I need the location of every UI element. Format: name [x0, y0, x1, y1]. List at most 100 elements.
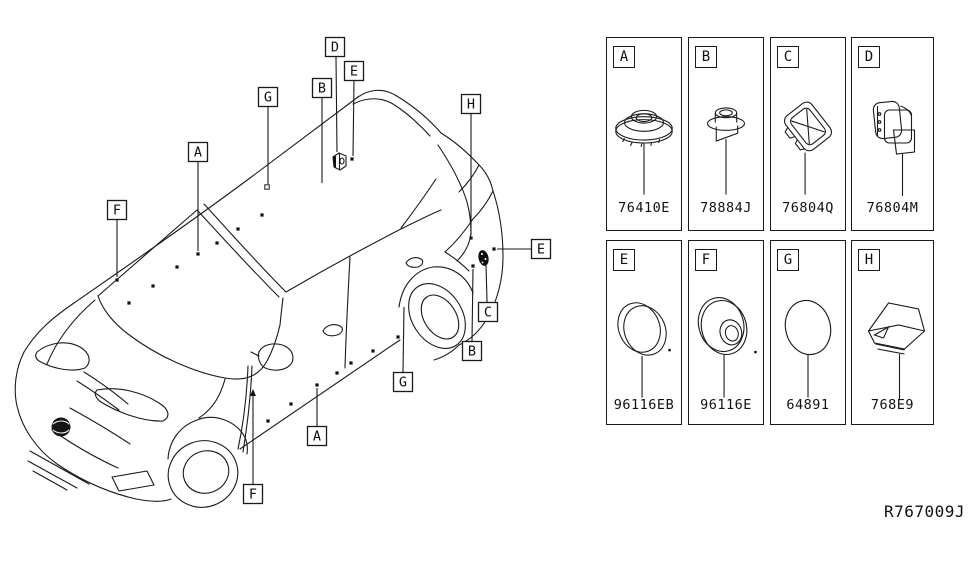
- callout-box: [461, 340, 483, 362]
- grommet-dot: [260, 213, 264, 217]
- leader-dot: [350, 157, 354, 161]
- callout-letter: F: [249, 487, 257, 503]
- parts-cell-c[interactable]: C 76804Q: [770, 37, 846, 231]
- ref-letter: B: [701, 49, 711, 65]
- callout-h-6[interactable]: H: [460, 93, 482, 240]
- callout-box: [242, 483, 264, 505]
- part-icon-oval-seal: [784, 299, 832, 398]
- part-icon-screw-grommet: [706, 107, 746, 195]
- callout-box: [306, 425, 328, 447]
- ref-letter: G: [783, 252, 793, 268]
- grommet-dot: [215, 241, 219, 245]
- callout-letter: E: [537, 242, 545, 258]
- callout-f-0[interactable]: F: [106, 199, 128, 282]
- callout-letter: B: [468, 344, 476, 360]
- callout-f-12[interactable]: F: [242, 389, 264, 505]
- ref-letter: F: [701, 252, 711, 268]
- callout-letter: C: [484, 305, 492, 321]
- ref-badge-d: D: [858, 46, 880, 68]
- parts-cell-g[interactable]: G 64891: [770, 240, 846, 425]
- part-icon-square-plug: [783, 101, 833, 195]
- part-number[interactable]: 768E9: [870, 397, 915, 413]
- car-line-art: [14, 89, 504, 508]
- ref-badge-e: E: [613, 249, 635, 271]
- callout-letter: E: [350, 64, 358, 80]
- note-mark: [754, 350, 757, 354]
- callout-letter: B: [318, 81, 326, 97]
- diagram-reference-code: R767009J: [884, 502, 966, 521]
- grommet-dot: [349, 361, 353, 365]
- callout-box: [343, 60, 365, 82]
- part-number[interactable]: 64891: [786, 397, 830, 413]
- callout-c-8[interactable]: C: [477, 263, 499, 323]
- callout-letter: G: [399, 375, 407, 391]
- grommet-dot: [289, 402, 293, 406]
- grommet-dot: [151, 284, 155, 288]
- callout-letter: G: [264, 90, 272, 106]
- part-number[interactable]: 78884J: [700, 200, 752, 216]
- callout-letter: H: [467, 97, 475, 113]
- callout-a-1[interactable]: A: [187, 141, 209, 256]
- leader-line: [335, 56, 338, 153]
- callout-g-10[interactable]: G: [392, 306, 414, 393]
- leader-square: [264, 184, 270, 190]
- callout-box: [460, 93, 482, 115]
- brand-emblem: [51, 417, 71, 437]
- ref-letter: E: [619, 252, 629, 268]
- ref-badge-b: B: [695, 46, 717, 68]
- grommet-dot: [266, 419, 270, 423]
- parts-cell-e[interactable]: E 96116EB: [606, 240, 682, 425]
- callout-box: [257, 86, 279, 108]
- callout-box: [324, 36, 346, 58]
- grommet-dot: [236, 227, 240, 231]
- parts-cell-d[interactable]: D 76804M: [851, 37, 934, 231]
- callout-a-11[interactable]: A: [306, 383, 328, 447]
- callout-letter: A: [313, 429, 321, 445]
- callout-b-9[interactable]: B: [461, 264, 483, 362]
- callout-b-3[interactable]: B: [311, 77, 333, 184]
- part-number[interactable]: 76804Q: [782, 200, 834, 216]
- callout-box: [311, 77, 333, 99]
- grommet-dot: [335, 371, 339, 375]
- callout-d-4[interactable]: D: [324, 36, 346, 153]
- ref-letter: D: [864, 49, 874, 65]
- ref-badge-h: H: [858, 249, 880, 271]
- part-number[interactable]: 96116EB: [613, 397, 675, 413]
- ref-letter: H: [864, 252, 874, 268]
- ref-badge-f: F: [695, 249, 717, 271]
- callout-e-7[interactable]: E: [492, 238, 552, 260]
- parts-cell-a[interactable]: A 76410E: [606, 37, 682, 231]
- grommet-dots-layer: [127, 213, 400, 423]
- grommet-dot: [127, 301, 131, 305]
- rear-lamp-clip-art: [478, 250, 489, 266]
- ref-badge-g: G: [777, 249, 799, 271]
- callout-e-5[interactable]: E: [343, 60, 365, 161]
- part-icon-box-plug: [872, 100, 916, 196]
- parts-grid: A 76410E B 78884J C: [606, 37, 935, 426]
- part-icon-oval-plug: [697, 297, 757, 398]
- part-number[interactable]: 96116E: [700, 397, 752, 413]
- part-icon-plug-grommet: [615, 109, 673, 195]
- callout-box: [392, 371, 414, 393]
- note-mark: [668, 348, 671, 352]
- grommet-dot: [396, 335, 400, 339]
- leader-line: [471, 268, 474, 342]
- ref-letter: C: [783, 49, 793, 65]
- leader-line: [485, 263, 488, 303]
- part-number[interactable]: 76804M: [866, 200, 919, 216]
- leader-line: [352, 80, 355, 157]
- ref-badge-a: A: [613, 46, 635, 68]
- part-number[interactable]: 76410E: [618, 200, 670, 216]
- ref-letter: A: [619, 49, 629, 65]
- leader-dot: [115, 278, 119, 282]
- callout-letter: D: [331, 40, 339, 56]
- callout-g-2[interactable]: G: [257, 86, 279, 190]
- parts-cell-b[interactable]: B 78884J: [688, 37, 764, 231]
- parts-cell-h[interactable]: H 768E9: [851, 240, 934, 425]
- part-icon-oval-plug-large: [617, 302, 671, 398]
- parts-cell-f[interactable]: F 96116E: [688, 240, 764, 425]
- leader-dot: [471, 264, 475, 268]
